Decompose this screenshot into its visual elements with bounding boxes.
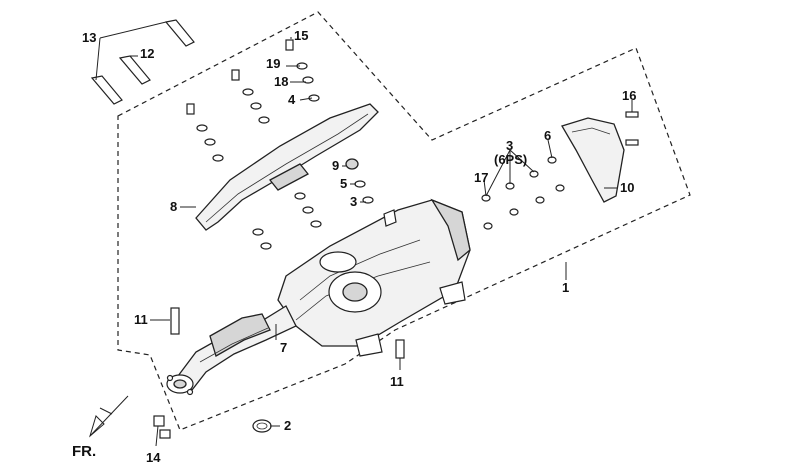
label-10: 10 bbox=[620, 180, 634, 195]
front-direction-arrow-icon bbox=[89, 395, 129, 438]
label-4: 4 bbox=[288, 92, 296, 107]
label-12: 12 bbox=[140, 46, 154, 61]
label-14: 14 bbox=[146, 450, 161, 465]
label-13: 13 bbox=[82, 30, 96, 45]
label-1: 1 bbox=[562, 280, 569, 295]
label-11b: 11 bbox=[390, 374, 404, 389]
label-11a: 11 bbox=[134, 312, 148, 327]
o2-sensor-left bbox=[170, 307, 180, 335]
heat-shield bbox=[195, 103, 379, 231]
gasket bbox=[252, 419, 272, 433]
leader-lines bbox=[95, 21, 633, 447]
clamp-parts bbox=[153, 415, 171, 439]
assembly-boundary bbox=[117, 11, 691, 431]
fasteners-column-b bbox=[231, 69, 270, 124]
muffler-guard bbox=[561, 117, 625, 203]
label-2: 2 bbox=[284, 418, 291, 433]
label-18: 18 bbox=[274, 74, 288, 89]
label-19: 19 bbox=[266, 56, 280, 71]
bolts-group-top-left bbox=[90, 19, 195, 105]
label-17: 17 bbox=[474, 170, 488, 185]
label-3a: 3 bbox=[350, 194, 357, 209]
label-15: 15 bbox=[294, 28, 308, 43]
fasteners-column-a bbox=[186, 103, 224, 162]
label-3b-note: (6PS) bbox=[494, 152, 527, 167]
label-3b: 3 bbox=[506, 138, 513, 153]
o2-sensor-right bbox=[395, 339, 405, 359]
label-fr: FR. bbox=[72, 443, 96, 460]
fasteners-lower bbox=[252, 158, 374, 250]
label-9: 9 bbox=[332, 158, 339, 173]
exhaust-pipe bbox=[166, 305, 297, 396]
label-16: 16 bbox=[622, 88, 636, 103]
label-6: 6 bbox=[544, 128, 551, 143]
label-5: 5 bbox=[340, 176, 347, 191]
label-7: 7 bbox=[280, 340, 287, 355]
muffler-body bbox=[277, 198, 471, 357]
label-8: 8 bbox=[170, 199, 177, 214]
